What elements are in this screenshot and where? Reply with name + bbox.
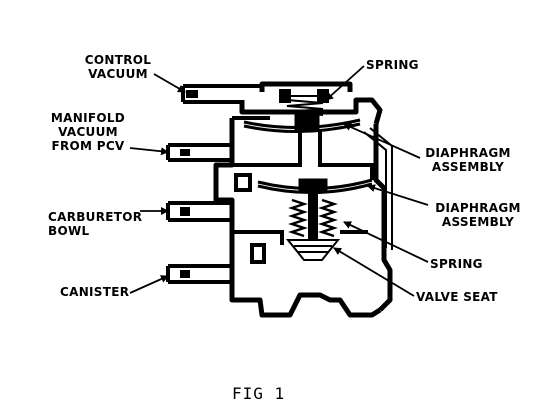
- port-shading: [180, 90, 198, 278]
- arrow-control-vacuum: [153, 73, 186, 93]
- label-control-vacuum: CONTROL VACUUM: [74, 53, 162, 81]
- arrow-valve-seat: [333, 247, 415, 297]
- arrow-spring-lower: [343, 221, 429, 263]
- arrow-spring-top: [325, 65, 365, 101]
- label-carburetor-bowl-line2: BOWL: [48, 224, 90, 238]
- arrow-canister: [129, 275, 169, 294]
- label-manifold-vacuum: MANIFOLD VACUUM FROM PCV: [40, 111, 136, 153]
- valve-stem: [308, 190, 318, 250]
- arrow-diaphragm-upper: [343, 123, 421, 159]
- arrow-manifold-vacuum: [129, 147, 169, 156]
- label-control-vacuum-line1: CONTROL: [84, 53, 152, 67]
- lower-spring: [288, 198, 338, 238]
- label-diaphragm-lower-line1: DIAPHRAGM: [435, 201, 521, 215]
- label-carburetor-bowl: CARBURETOR BOWL: [48, 210, 142, 238]
- label-spring-top: SPRING: [366, 58, 419, 72]
- label-diaphragm-upper: DIAPHRAGM ASSEMBLY: [416, 146, 520, 174]
- label-diaphragm-upper-line1: DIAPHRAGM: [425, 146, 511, 160]
- label-valve-seat: VALVE SEAT: [416, 290, 498, 304]
- inner-walls: [232, 116, 374, 264]
- figure-caption: FIG 1: [232, 384, 286, 403]
- valve-body: [213, 81, 393, 318]
- label-spring-lower: SPRING: [430, 257, 483, 271]
- label-carburetor-bowl-line1: CARBURETOR: [48, 210, 143, 224]
- leader-arrows: [129, 65, 429, 297]
- label-control-vacuum-line2: VACUUM: [88, 67, 148, 81]
- label-canister: CANISTER: [60, 285, 130, 299]
- label-manifold-vacuum-line1: MANIFOLD: [50, 111, 126, 125]
- valve-seat-cone: [285, 239, 341, 261]
- arrow-diaphragm-lower: [367, 184, 429, 206]
- upper-spring: [279, 89, 329, 116]
- label-manifold-vacuum-line2: VACUUM: [58, 125, 118, 139]
- label-diaphragm-lower-line2: ASSEMBLY: [441, 215, 515, 229]
- label-diaphragm-lower: DIAPHRAGM ASSEMBLY: [426, 201, 530, 229]
- label-manifold-vacuum-line3: FROM PCV: [51, 139, 125, 153]
- label-diaphragm-upper-line2: ASSEMBLY: [431, 160, 505, 174]
